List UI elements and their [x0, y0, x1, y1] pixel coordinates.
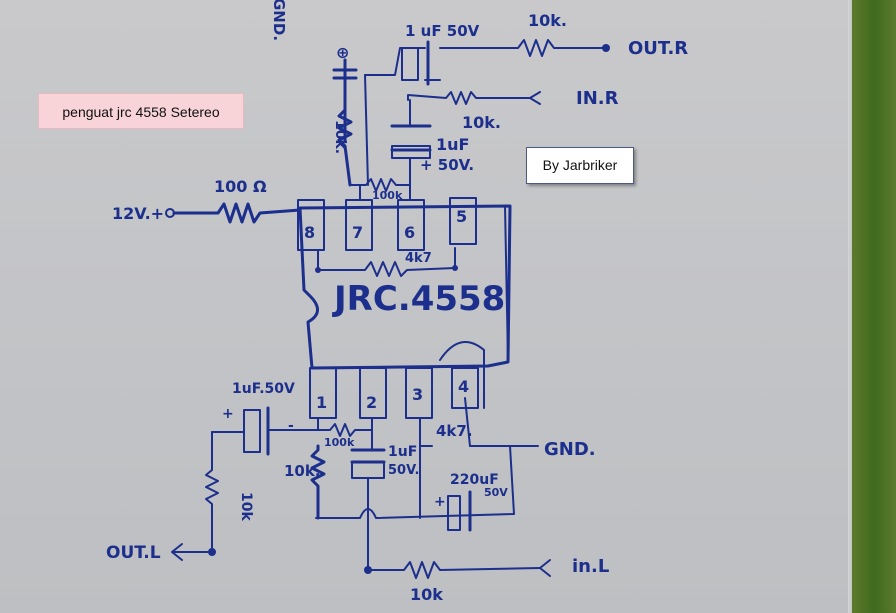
- label-100k-top: 100k: [372, 189, 403, 202]
- label-cap-220-v: 50V: [484, 486, 508, 499]
- ic-bottom-pins: 1 2 3 4: [309, 367, 479, 419]
- cap-top-plus: ⊕: [336, 43, 349, 62]
- pin-8-label: 8: [304, 223, 315, 242]
- author-note: By Jarbriker: [526, 147, 634, 184]
- ic-body: JRC.4558: [298, 204, 512, 370]
- label-cap-right-mid: 1uF: [436, 135, 469, 154]
- label-10k-vert-top: 10k.: [332, 120, 348, 154]
- label-gnd-top: GND.: [270, 0, 288, 41]
- label-100k-bottom: 100k: [324, 436, 355, 449]
- label-res-in-r: 10k.: [462, 113, 501, 132]
- cap-left-plus: +: [222, 406, 234, 422]
- label-res-10k-out-l: 10k: [238, 492, 254, 521]
- label-cap-1uf-bottom: 1uF: [388, 444, 417, 460]
- pin-4-label: 4: [458, 377, 469, 396]
- pin-2-label: 2: [366, 393, 377, 412]
- pin-3-label: 3: [412, 385, 423, 404]
- cap-left-minus: -: [288, 418, 294, 434]
- label-100-ohm: 100 Ω: [214, 177, 267, 196]
- label-res-in-l: 10k: [410, 585, 443, 604]
- cap-220-plus: +: [434, 494, 446, 510]
- ic-label: JRC.4558: [332, 279, 505, 319]
- label-in-r: IN.R: [576, 88, 619, 109]
- background-grass: [852, 0, 896, 613]
- label-in-l: in.L: [572, 556, 609, 577]
- pin-7-label: 7: [352, 223, 363, 242]
- label-cap-1uf-bottom-v: 50V.: [388, 463, 419, 478]
- pin-1-label: 1: [316, 393, 327, 412]
- label-cap-top-right: 1 uF 50V: [405, 22, 480, 40]
- label-cap-right-mid-v: + 50V.: [420, 156, 474, 174]
- pin-5-label: 5: [456, 207, 467, 226]
- label-4k7-top: 4k7: [405, 251, 432, 266]
- title-note: penguat jrc 4558 Setereo: [38, 93, 244, 129]
- label-gnd-right: GND.: [544, 439, 596, 460]
- label-cap-left-bottom: 1uF.50V: [232, 381, 295, 397]
- label-cap-220: 220uF: [450, 472, 499, 488]
- label-out-l: OUT.L: [106, 543, 161, 563]
- label-res-out-r: 10k.: [528, 11, 567, 30]
- label-4k7-bottom: 4k7.: [436, 422, 473, 440]
- label-out-r: OUT.R: [628, 38, 688, 59]
- label-10k-bottom: 10k.: [284, 462, 321, 480]
- label-supply: 12V.+: [112, 204, 164, 223]
- pin-6-label: 6: [404, 223, 415, 242]
